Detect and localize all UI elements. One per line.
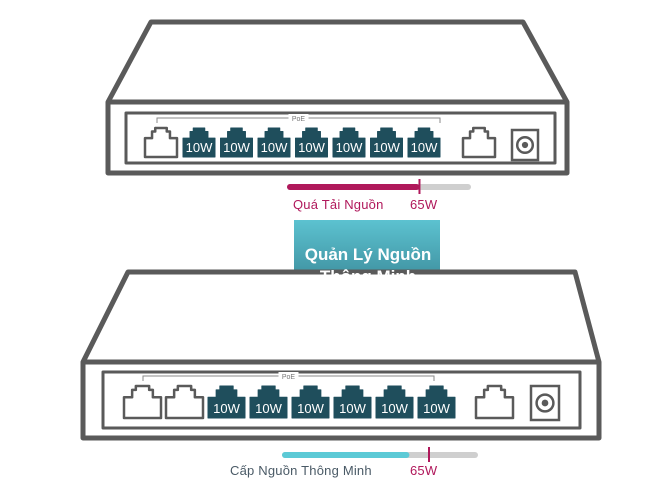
top-poe-port-4 xyxy=(295,127,328,158)
bottom-poe-port-6-label: 10W xyxy=(423,401,450,416)
top-extra-port xyxy=(461,126,497,159)
top-poe-port-1 xyxy=(182,127,216,158)
bottom-port-2 xyxy=(164,384,205,420)
bottom-budget-label: 65W xyxy=(410,463,438,478)
top-poe-port-1-label: 10W xyxy=(186,140,213,155)
top-poe-port-3-label: 10W xyxy=(261,140,288,155)
top-poe-port-3 xyxy=(257,127,291,158)
top-budget-label: 65W xyxy=(410,197,438,212)
top-power-bar xyxy=(287,179,471,194)
top-poe-port-5 xyxy=(332,127,366,158)
top-poe-port-5-label: 10W xyxy=(336,140,363,155)
bottom-poe-port-6 xyxy=(417,385,456,419)
bottom-port-1 xyxy=(122,384,163,420)
top-poe-bracket-label: PoE xyxy=(292,116,306,123)
bottom-poe-port-1-label: 10W xyxy=(213,401,240,416)
top-poe-port-7 xyxy=(407,127,441,158)
top-poe-port-7-label: 10W xyxy=(411,140,438,155)
bottom-power-jack-ring xyxy=(535,393,555,413)
arrow-title-line2: Thông Minh xyxy=(319,267,417,286)
top-status-label: Quá Tải Nguồn xyxy=(293,197,384,212)
bottom-poe-port-2-label: 10W xyxy=(255,401,282,416)
top-poe-port-4-label: 10W xyxy=(298,140,325,155)
bottom-power-jack-pin xyxy=(541,399,549,407)
top-poe-port-6-label: 10W xyxy=(373,140,400,155)
bottom-budget-marker xyxy=(428,447,430,462)
bottom-extra-port xyxy=(474,384,515,420)
top-poe-bracket: PoE xyxy=(156,114,441,123)
top-budget-marker xyxy=(418,179,421,194)
top-poe-bracket-gap xyxy=(288,114,309,122)
top-poe-port-6 xyxy=(370,127,403,158)
bottom-poe-port-3-label: 10W xyxy=(297,401,324,416)
top-power-fill xyxy=(287,184,420,190)
bottom-poe-port-5-label: 10W xyxy=(381,401,408,416)
top-port-row: 10W 10W 10W 10W 10W 10W 10W xyxy=(143,126,540,162)
top-poe-port-2 xyxy=(220,127,253,158)
bottom-power-bar xyxy=(282,447,478,462)
top-uplink-port xyxy=(143,126,179,159)
bottom-poe-bracket: PoE xyxy=(142,372,435,381)
bottom-poe-port-4-label: 10W xyxy=(339,401,366,416)
top-power-jack-pin xyxy=(521,141,529,149)
bottom-port-row: 10W 10W 10W 10W 10W 10W xyxy=(122,384,561,422)
bottom-poe-bracket-gap xyxy=(278,372,299,380)
top-power-jack-ring xyxy=(515,135,535,155)
bottom-poe-bracket-label: PoE xyxy=(282,374,296,381)
top-poe-port-2-label: 10W xyxy=(223,140,250,155)
bottom-poe-port-5 xyxy=(375,385,414,419)
arrow-title-line1: Quản Lý Nguồn xyxy=(304,245,432,264)
bottom-poe-port-2 xyxy=(249,385,288,419)
bottom-status-label: Cấp Nguồn Thông Minh xyxy=(230,463,372,478)
bottom-poe-port-3 xyxy=(291,385,330,419)
bottom-power-fill xyxy=(282,452,410,458)
bottom-poe-port-1 xyxy=(207,385,246,419)
bottom-poe-port-4 xyxy=(333,385,372,419)
